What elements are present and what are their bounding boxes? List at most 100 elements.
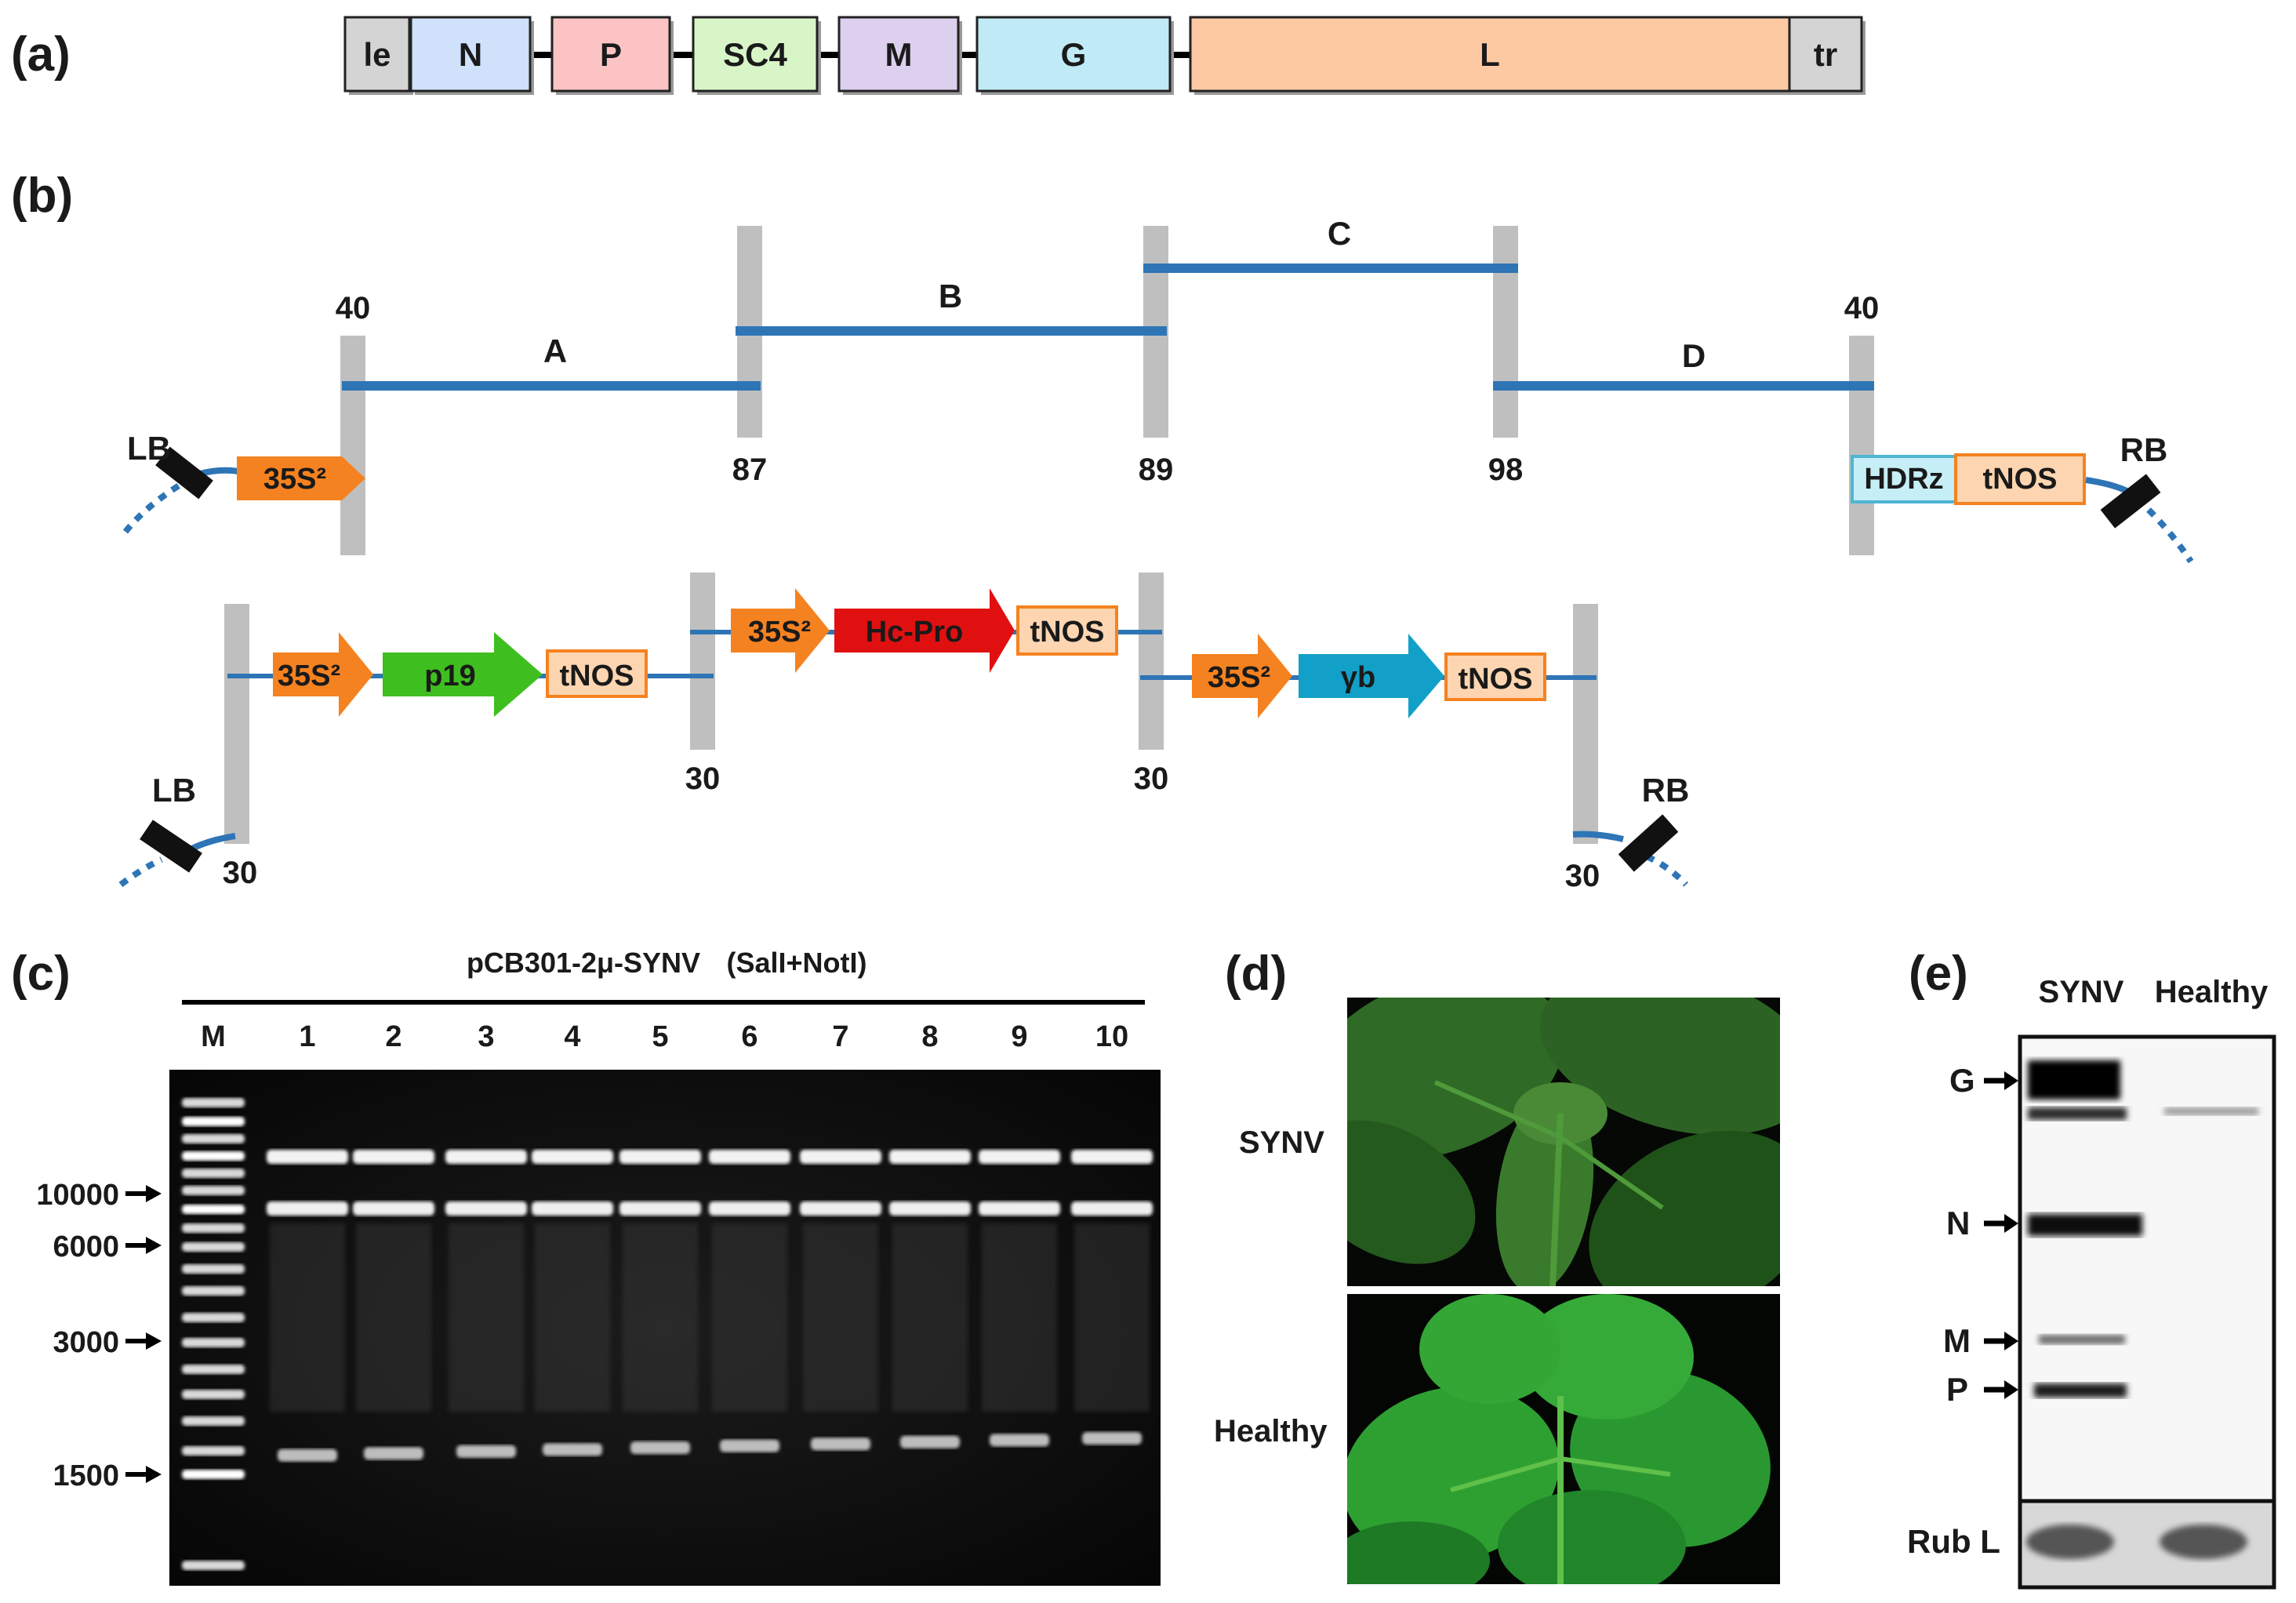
ladder-band: [182, 1338, 245, 1347]
blot-label-g: G: [1949, 1062, 1975, 1099]
ladder-band: [182, 1169, 245, 1178]
overlap-length-right: 40: [1844, 291, 1880, 325]
blot-band-g: [2028, 1060, 2120, 1100]
cassette-1-promoter-label: 35S²: [278, 660, 340, 692]
ladder-band: [182, 1242, 245, 1252]
genome-segment-label: tr: [1814, 36, 1837, 73]
gel-band-middle: [619, 1201, 701, 1216]
synv-plant-photo: [1347, 998, 1780, 1286]
lane-smear: [449, 1223, 524, 1412]
right-border-label: RB: [1642, 772, 1690, 809]
blot-label-p: P: [1946, 1371, 1968, 1408]
cassette-3-terminator-label: tNOS: [1459, 663, 1533, 696]
overlap-length-4: 30: [1565, 859, 1600, 893]
overlap-bar: [1139, 572, 1164, 750]
blot-label-n: N: [1946, 1205, 1970, 1241]
ladder-band: [182, 1098, 245, 1107]
ladder-band: [182, 1151, 245, 1161]
lane-smear: [803, 1223, 878, 1412]
terminator-box: [546, 649, 648, 698]
terminator-box: [1444, 652, 1546, 701]
genome-segment-tr: [1788, 16, 1863, 93]
gel-lane-label: 5: [652, 1020, 668, 1053]
gel-lane-label: M: [201, 1020, 226, 1053]
overlap-length-3: 30: [1134, 762, 1169, 796]
vector-backbone-left: [118, 856, 163, 888]
lane-smear: [623, 1223, 698, 1412]
gel-band-upper: [353, 1150, 434, 1164]
panel-label-b: (b): [11, 169, 73, 223]
gene-gammab-arrow: [1299, 634, 1444, 718]
gel-band-upper: [619, 1150, 701, 1164]
gel-lane-label: 4: [564, 1020, 580, 1053]
lane-smear: [712, 1223, 787, 1412]
size-marker-label: 1500: [53, 1459, 119, 1492]
fragment-b-label: B: [939, 278, 962, 314]
gel-band-middle: [532, 1201, 613, 1216]
overlap-length-bc: 89: [1139, 453, 1174, 487]
panel-label-d: (d): [1225, 947, 1287, 1001]
gel-band-middle: [1071, 1201, 1153, 1216]
left-border-block: [140, 820, 202, 873]
loading-band-synv: [2026, 1525, 2114, 1559]
size-marker-arrowhead: [146, 1237, 162, 1254]
blot-band-m: [2039, 1335, 2125, 1344]
gel-band-upper: [532, 1150, 613, 1164]
ladder-band: [182, 1264, 245, 1274]
genome-segment-label: SC4: [723, 36, 787, 73]
genome-segment-label: L: [1480, 36, 1500, 73]
gel-band-upper: [1071, 1150, 1153, 1164]
blot-band-g-healthy: [2164, 1107, 2258, 1115]
genome-segment-g: [975, 16, 1172, 93]
gel-band-lower: [720, 1439, 779, 1452]
ladder-band: [182, 1223, 245, 1233]
panel-label-c: (c): [11, 947, 71, 1001]
blot-column-healthy: Healthy: [2155, 975, 2269, 1009]
genome-segment-n: [409, 16, 532, 93]
ladder-band: [182, 1470, 245, 1479]
lane-smear: [892, 1223, 968, 1412]
size-marker-arrowhead: [146, 1332, 162, 1350]
genome-segment-l: [1189, 16, 1791, 93]
panel-label-a: (a): [11, 27, 71, 82]
promoter-35s-arrow: [1192, 634, 1292, 718]
plant-photos: SYNV Healthy: [1214, 998, 1780, 1584]
vector-backbone-right: [2146, 507, 2194, 564]
gel-band-middle: [445, 1201, 527, 1216]
promoter-35s-arrow: [273, 632, 373, 717]
genome-segment-m: [837, 16, 960, 93]
ladder-band: [182, 1117, 245, 1126]
genome-segment-label: M: [885, 36, 913, 73]
ladder-band: [182, 1134, 245, 1143]
right-border-label: RB: [2120, 431, 2168, 468]
gel-band-lower: [990, 1434, 1049, 1447]
ladder-band: [182, 1205, 245, 1214]
gel-band-upper: [267, 1150, 348, 1164]
terminator-label: tNOS: [1983, 463, 2058, 496]
overlap-bar: [224, 604, 249, 844]
ladder-band: [182, 1390, 245, 1399]
cassette-2-terminator-label: tNOS: [1030, 616, 1105, 649]
overlap-bar: [1493, 226, 1518, 438]
fragment-c-label: C: [1328, 215, 1351, 252]
gel-band-upper: [979, 1150, 1060, 1164]
gel-band-middle: [353, 1201, 434, 1216]
plant-label-healthy: Healthy: [1214, 1414, 1328, 1449]
genome-segment-sc4: [692, 16, 819, 93]
blot-marker-g: G: [1949, 1062, 2018, 1099]
overlap-length-2: 30: [685, 762, 721, 796]
gel-band-upper: [709, 1150, 790, 1164]
overlap-length-left: 40: [336, 291, 371, 325]
overlap-bar: [1849, 336, 1874, 555]
gel-band-upper: [445, 1150, 527, 1164]
lane-smear: [270, 1223, 345, 1412]
gel-band-middle: [800, 1201, 881, 1216]
gel-band-lower: [1082, 1432, 1142, 1445]
ladder-band: [182, 1446, 245, 1456]
western-blot-panel: SYNV Healthy G N M P: [1907, 975, 2276, 1590]
gel-lane-label: 3: [478, 1020, 494, 1053]
overlap-bar: [340, 336, 365, 555]
cassette-2-promoter-label: 35S²: [748, 616, 811, 649]
terminator-box: [1954, 453, 2086, 505]
